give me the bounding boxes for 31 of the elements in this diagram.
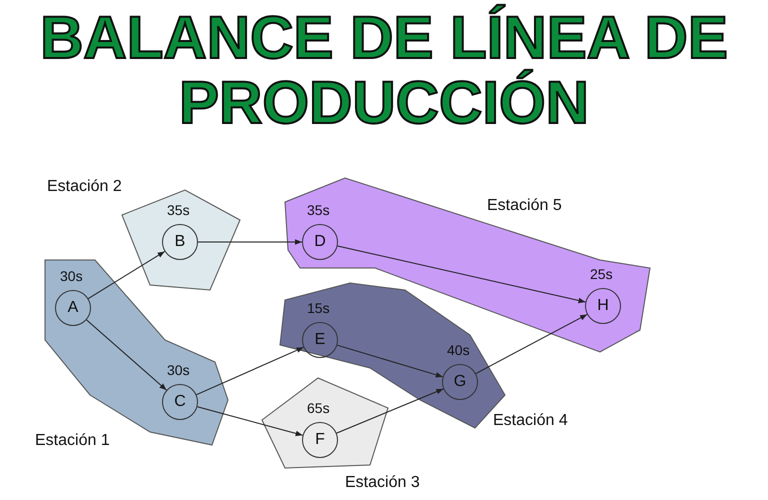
task-circle: G: [442, 364, 478, 400]
station-label: Estación 4: [493, 412, 568, 430]
task-circle: F: [302, 422, 338, 458]
duration-label: 35s: [167, 202, 190, 218]
duration-label: 15s: [307, 300, 330, 316]
task-circle: D: [302, 224, 338, 260]
station-label: Estación 2: [47, 178, 122, 196]
duration-label: 30s: [167, 362, 190, 378]
station-label: Estación 1: [35, 432, 110, 450]
arrow: [196, 406, 304, 436]
arrow: [86, 319, 167, 391]
task-circle: A: [55, 290, 91, 326]
arrow: [336, 344, 444, 378]
duration-label: 30s: [60, 268, 83, 284]
task-circle: B: [162, 224, 198, 260]
duration-label: 35s: [307, 202, 330, 218]
arrow: [88, 250, 166, 300]
arrow: [337, 245, 586, 304]
task-circle: H: [585, 288, 621, 324]
duration-label: 40s: [447, 342, 470, 358]
title: BALANCE DE LÍNEA DE PRODUCCIÓN: [39, 6, 729, 136]
arrow: [196, 346, 304, 396]
arrow: [475, 314, 588, 374]
arrow: [198, 239, 302, 245]
task-circle: C: [162, 384, 198, 420]
duration-label: 25s: [590, 266, 613, 282]
arrow: [336, 388, 444, 434]
duration-label: 65s: [307, 400, 330, 416]
station-label: Estación 5: [487, 197, 562, 215]
task-circle: E: [302, 322, 338, 358]
station-label: Estación 3: [345, 474, 420, 492]
